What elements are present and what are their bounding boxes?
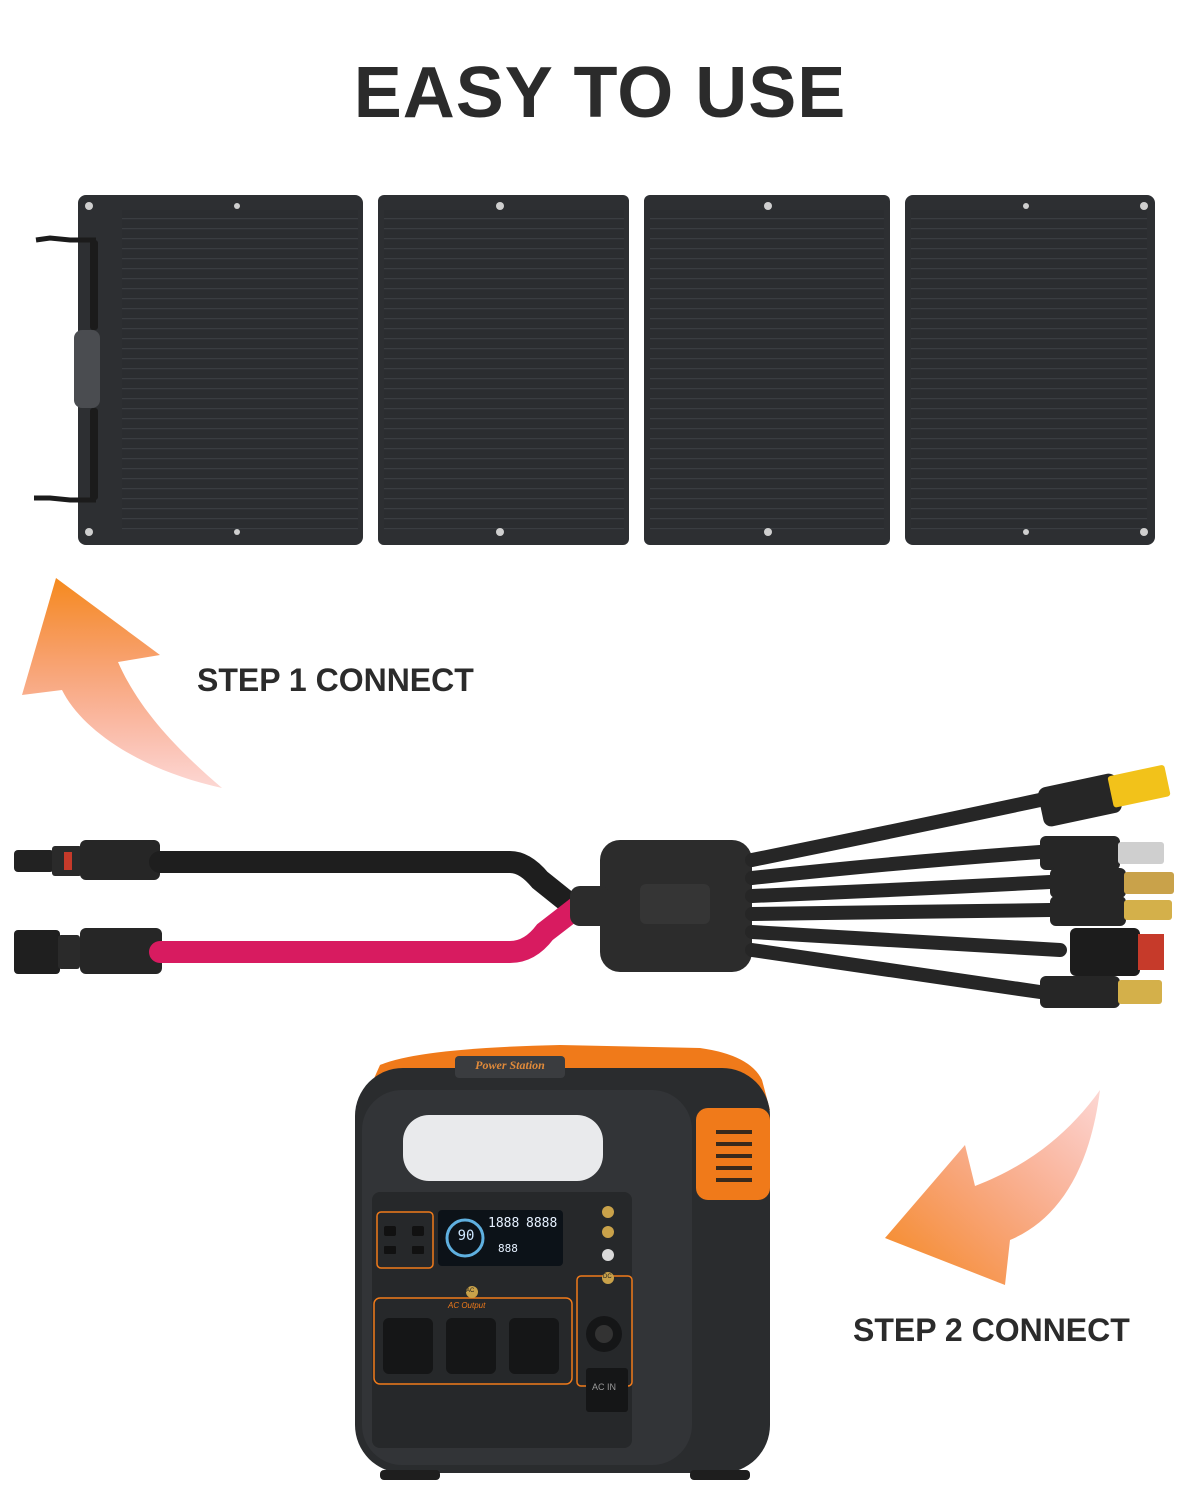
step-2-label: STEP 2 CONNECT <box>853 1312 1130 1348</box>
mc4-connector-pink <box>14 928 162 974</box>
dc-label: DC <box>603 1274 612 1280</box>
solar-panel-section <box>905 195 1155 545</box>
display-percent: 90 <box>457 1228 475 1244</box>
xt60-connector <box>1038 765 1171 827</box>
page-title: EASY TO USE <box>353 53 847 133</box>
ac-in-label: AC IN <box>592 1382 617 1392</box>
display-third: 888 <box>498 1242 518 1255</box>
dc-barrel-connector <box>1050 896 1172 926</box>
dc-barrel-connector <box>1050 868 1174 898</box>
display-input: 1888 <box>488 1216 520 1231</box>
anderson-connector <box>1070 928 1164 976</box>
ac-output-label: AC Output <box>448 1301 486 1310</box>
solar-panel-section <box>644 195 890 545</box>
step-1-label: STEP 1 CONNECT <box>197 662 474 698</box>
solar-panel-section <box>78 195 363 545</box>
dc-barrel-connector <box>1040 976 1162 1008</box>
mc4-connector-black <box>14 840 160 880</box>
solar-panel-section <box>378 195 629 545</box>
ac-label: AC <box>466 1288 475 1294</box>
dc-barrel-connector <box>1040 836 1164 870</box>
brand-label: Power Station <box>475 1058 545 1072</box>
display-output: 8888 <box>526 1216 558 1231</box>
